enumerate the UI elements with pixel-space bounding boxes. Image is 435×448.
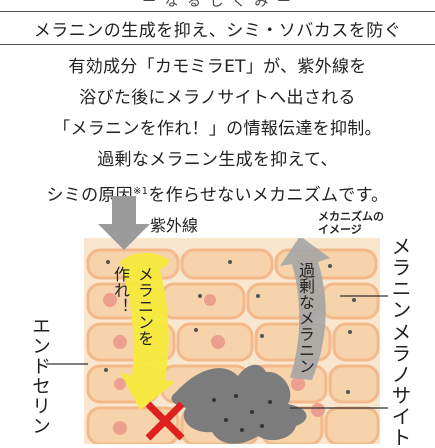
description-line-last: シミの原因※1を作らせないメカニズムです。 [0, 176, 435, 207]
melanin-granule [224, 418, 228, 422]
mechanism-label: メカニズムの イメージ [318, 210, 384, 236]
cell-nucleus [211, 335, 225, 349]
mechanism-label-line1: メカニズムの [318, 210, 384, 223]
cell-nucleus [291, 377, 305, 391]
header-strip: ー な る し く み ー [0, 0, 435, 10]
description-line: 有効成分「カモミラET」が、紫外線を [68, 57, 367, 77]
skin-cell [180, 248, 274, 280]
melanin-dot [352, 298, 356, 302]
description-line: 過剰なメラニン生成を抑えて、 [97, 150, 338, 170]
melanin-dot [106, 260, 110, 264]
melanin-granule [212, 398, 216, 402]
block-x-icon [145, 401, 185, 441]
skin-cell [320, 282, 380, 320]
melanin-dot [260, 334, 264, 338]
mechanism-label-line2: イメージ [318, 223, 362, 236]
description-line: 「メラニンを作れ！」の情報伝達を抑制。 [53, 119, 382, 139]
melanin-dot [348, 330, 352, 334]
skin-cell [332, 322, 380, 362]
cell-nucleus [113, 421, 127, 435]
cell-nucleus [113, 335, 127, 349]
make-melanin-arrow [120, 253, 175, 410]
cell-nuclei [103, 293, 325, 435]
make-melanin-arrow-text-2: 作れ！ [111, 266, 130, 314]
description-last-before: シミの原因 [46, 185, 133, 206]
leader-lines [46, 295, 388, 409]
melanin-granule [268, 400, 272, 404]
uv-label: 紫外線 [150, 216, 199, 235]
description-line: 浴びた後にメラノサイトへ出される [79, 88, 356, 108]
melanin-granule [240, 428, 244, 432]
melanin-dot [346, 390, 350, 394]
melanocyte-granules [212, 394, 272, 432]
cell-nucleus [114, 378, 126, 390]
melanin-granule [234, 394, 238, 398]
skin-cell [328, 364, 380, 404]
description: 有効成分「カモミラET」が、紫外線を 浴びた後にメラノサイトへ出される 「メラニ… [0, 52, 435, 207]
endothelin-label: エンドセリン [29, 316, 51, 436]
melanin-dot [256, 294, 260, 298]
make-melanin-arrow-text-1: メラニンを [135, 266, 154, 346]
skin-cell [324, 406, 380, 444]
page-title: メラニンの生成を抑え、シミ・ソバカスを防ぐ [33, 20, 402, 41]
header-partial-text: ー な る し く み ー [142, 0, 293, 10]
melanocyte-label: メラノサイト [388, 322, 412, 448]
melanin-label: メラニン [388, 236, 412, 320]
melanin-granule [260, 424, 264, 428]
cell-nucleus [204, 294, 216, 306]
excess-melanin-arrow [280, 238, 330, 380]
uv-arrow [98, 196, 150, 250]
cell-nucleus [311, 403, 325, 417]
skin-tissue [84, 238, 380, 444]
excess-melanin-arrow-text: 過剰なメラニン [296, 262, 315, 374]
melanin-dot [194, 328, 198, 332]
melanin-dot [104, 368, 108, 372]
melanin-granule [250, 410, 254, 414]
skin-cell [160, 282, 246, 320]
description-last-after: を作らせないメカニズムです。 [148, 185, 389, 206]
footnote-mark: ※1 [132, 186, 149, 197]
cell-nucleus [103, 293, 117, 307]
melanin-dot [198, 294, 202, 298]
melanin-dot [228, 260, 232, 264]
melanocyte-cell [171, 364, 307, 444]
title-bar: メラニンの生成を抑え、シミ・ソバカスを防ぐ [0, 11, 435, 45]
melanin-dot [328, 264, 332, 268]
